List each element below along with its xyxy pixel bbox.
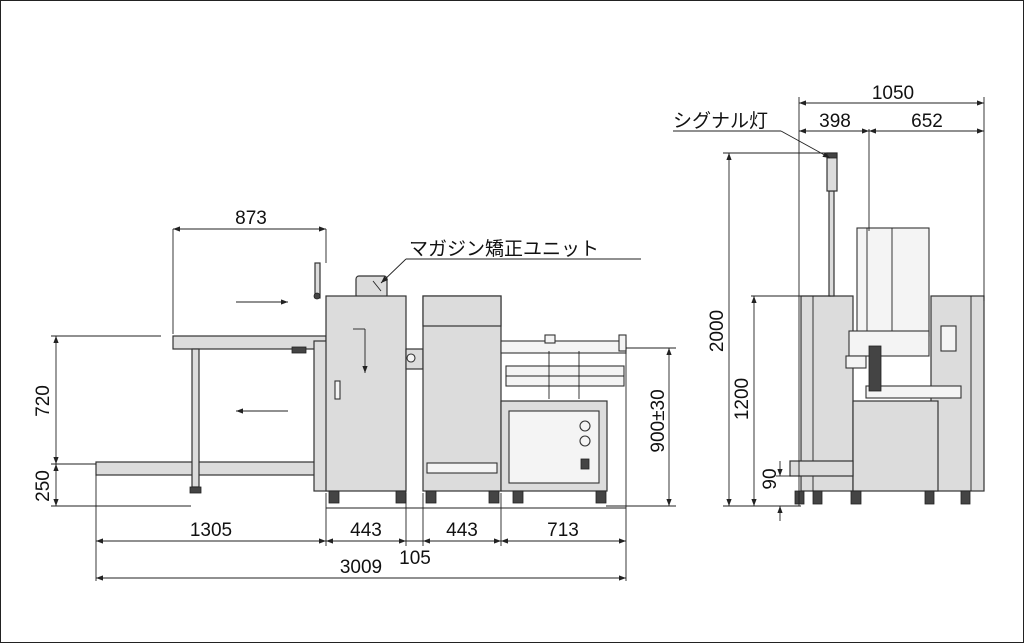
lower-conveyor-plate: [95, 461, 317, 476]
dim-720: 720: [33, 385, 54, 417]
foot: [425, 490, 437, 504]
foot: [395, 490, 407, 504]
dim-1305: 1305: [190, 520, 232, 541]
dim-250: 250: [33, 470, 54, 502]
second-unit-slot: [426, 462, 498, 474]
mechanism: [848, 330, 930, 357]
door-handle: [334, 380, 341, 400]
step-plate: [789, 460, 854, 477]
dim-90: 90: [760, 468, 781, 489]
top-box: [355, 275, 388, 299]
foot: [960, 490, 971, 505]
foot: [924, 490, 935, 505]
dim-443-b: 443: [446, 520, 478, 541]
second-unit-top-panel: [422, 295, 502, 327]
connector-port: [406, 353, 416, 363]
switch: [580, 458, 590, 470]
dim-1200: 1200: [732, 378, 753, 420]
foot: [595, 490, 607, 504]
dim-443-a: 443: [350, 520, 382, 541]
foot: [488, 490, 500, 504]
signal-pole: [828, 190, 835, 297]
magazine-unit-callout: マガジン矯正ユニット: [409, 238, 599, 260]
signal-light: [826, 152, 838, 192]
gauge-icon: [579, 420, 591, 432]
dim-1050: 1050: [872, 83, 914, 104]
side-lower-box: [852, 400, 939, 492]
lower-rail: [865, 385, 962, 399]
dim-105: 105: [399, 548, 431, 569]
callout-leader: [380, 258, 407, 284]
dim-3009: 3009: [340, 557, 382, 578]
foot: [512, 490, 524, 504]
signal-callout-leader: [780, 130, 831, 159]
front-view: マガジン矯正ユニット 873 720 250 1305 443 105 443 …: [33, 208, 676, 581]
foot: [812, 490, 823, 505]
side-view: シグナル灯 1050 398 652 2000 1200 90: [673, 83, 985, 521]
foot: [328, 490, 340, 504]
foot: [850, 490, 862, 505]
second-unit-body: [422, 295, 502, 492]
magazine-frame: [856, 227, 930, 337]
conveyor-rail-top: [500, 340, 627, 354]
dim-713: 713: [547, 520, 579, 541]
signal-light-callout: シグナル灯: [673, 110, 768, 132]
gauge-icon: [579, 435, 591, 447]
top-box-mark: [372, 280, 382, 292]
dim-652: 652: [911, 111, 943, 132]
dim-398: 398: [819, 111, 851, 132]
foot: [189, 486, 202, 494]
conveyor-leg: [191, 348, 200, 488]
side-body-left: [800, 295, 854, 492]
dim-2000: 2000: [707, 310, 728, 352]
dim-900: 900±30: [648, 389, 669, 452]
foot: [794, 490, 805, 505]
bracket: [291, 346, 307, 354]
dim-873: 873: [235, 208, 267, 229]
handle-knob: [313, 292, 321, 300]
